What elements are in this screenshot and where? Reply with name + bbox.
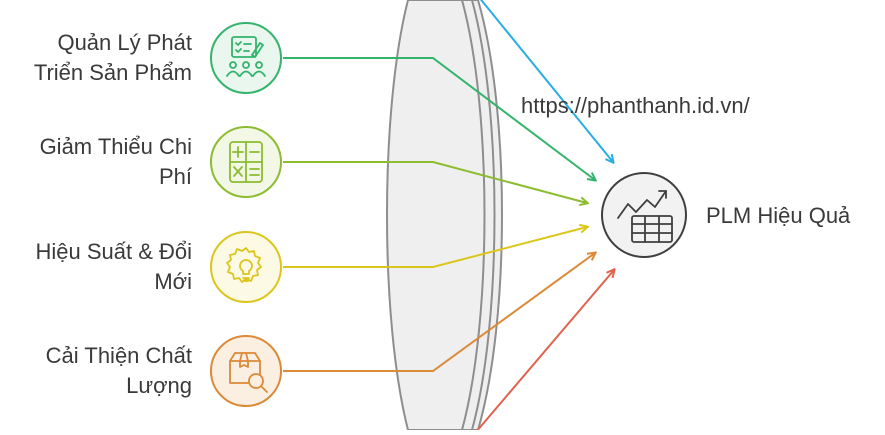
- arrow-item-4: [283, 253, 595, 372]
- item-1-label: Quản Lý Phát Triển Sản Phẩm: [34, 28, 192, 88]
- lens-shape: [386, 0, 503, 431]
- checklist-team-icon: [226, 36, 266, 77]
- item-3-node: [210, 231, 282, 303]
- item-4-label: Cải Thiện Chất Lượng: [46, 341, 192, 401]
- calculator-icon: [229, 141, 263, 183]
- item-4-node: [210, 335, 282, 407]
- item-2-node: [210, 126, 282, 198]
- item-4-line-1: Cải Thiện Chất: [45, 343, 192, 368]
- arrow-item-1: [283, 57, 595, 180]
- result-node: [601, 172, 687, 258]
- item-3-line-2: Mới: [154, 269, 192, 294]
- item-3-label: Hiệu Suất & Đổi Mới: [35, 237, 192, 297]
- item-2-line-2: Phí: [158, 164, 192, 189]
- item-2-line-1: Giảm Thiểu Chi: [39, 134, 192, 159]
- item-3-line-1: Hiệu Suất & Đổi: [35, 239, 192, 264]
- gear-bulb-icon: [226, 247, 262, 283]
- arrow-red: [475, 270, 614, 433]
- watermark-url: https://phanthanh.id.vn/: [521, 93, 750, 118]
- item-4-line-2: Lượng: [126, 373, 192, 398]
- item-1-node: [210, 22, 282, 94]
- arrow-blue: [479, 0, 613, 162]
- item-1-line-1: Quản Lý Phát: [57, 30, 192, 55]
- arrow-item-3: [283, 227, 587, 268]
- chart-table-icon: [617, 190, 673, 243]
- box-search-icon: [229, 352, 268, 393]
- item-2-label: Giảm Thiểu Chi Phí: [40, 132, 192, 192]
- result-label: PLM Hiệu Quả: [706, 203, 851, 228]
- item-1-line-2: Triển Sản Phẩm: [33, 60, 192, 85]
- arrow-item-2: [283, 161, 587, 203]
